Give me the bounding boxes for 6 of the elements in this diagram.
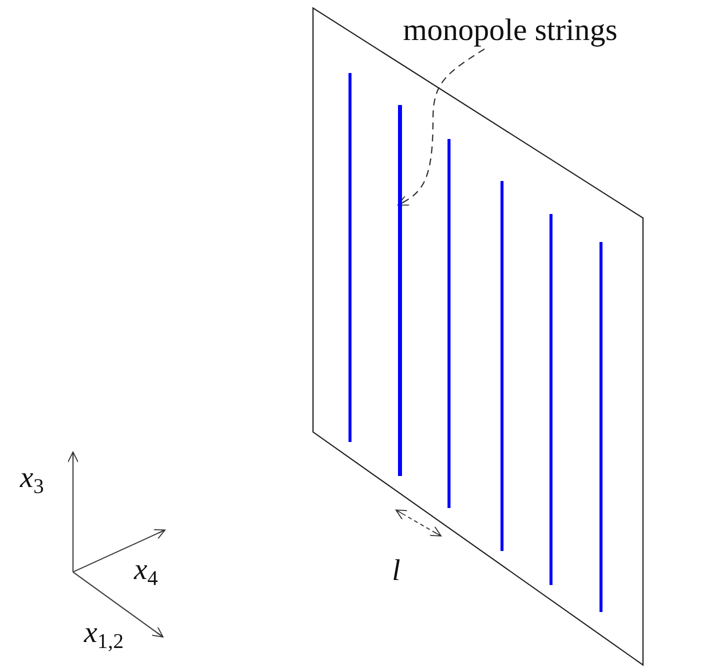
callout-text: monopole strings	[403, 14, 618, 45]
dimension-label: l	[392, 556, 400, 586]
axis-label: x$_{3}$	[20, 463, 44, 497]
axis-label: x$_{1,2}$	[84, 618, 124, 652]
axis-label: x$_{4}$	[134, 555, 158, 589]
leader-line	[398, 48, 485, 206]
